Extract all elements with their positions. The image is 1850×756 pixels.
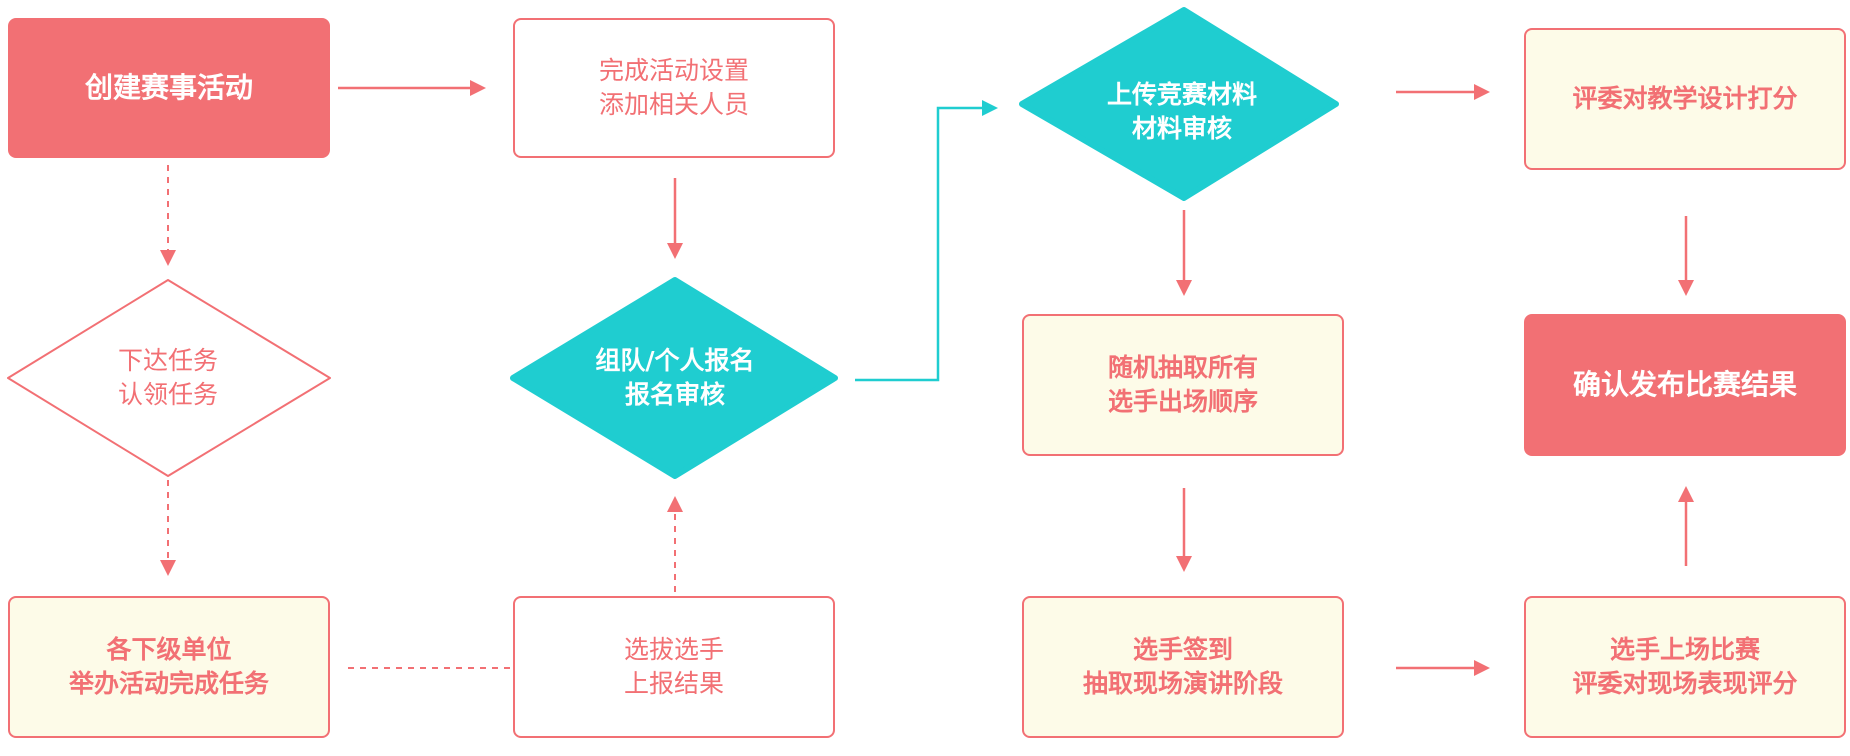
arrowhead bbox=[160, 250, 176, 266]
node-select-players-line1: 选拔选手 bbox=[623, 635, 724, 664]
node-publish-result: 确认发布比赛结果 bbox=[1524, 314, 1846, 456]
node-random-draw: 随机抽取所有 选手出场顺序 bbox=[1022, 314, 1344, 456]
arrowhead bbox=[1176, 280, 1192, 296]
arrowhead bbox=[982, 100, 998, 116]
diamond-team-register-line1: 组队/个人报名 bbox=[595, 346, 755, 375]
node-judge-design-label: 评委对教学设计打分 bbox=[1572, 84, 1798, 113]
node-live-compete: 选手上场比赛 评委对现场表现评分 bbox=[1524, 596, 1846, 738]
arrow-register-to-upload bbox=[855, 106, 982, 382]
node-publish-result-label: 确认发布比赛结果 bbox=[1572, 368, 1797, 401]
arrowhead bbox=[1678, 486, 1694, 502]
diamond-assign-task-line1: 下达任务 bbox=[117, 346, 218, 375]
node-random-draw-line2: 选手出场顺序 bbox=[1107, 387, 1258, 416]
diamond-upload-material-line1: 上传竞赛材料 bbox=[1106, 80, 1257, 109]
node-check-in-line2: 抽取现场演讲阶段 bbox=[1082, 669, 1283, 698]
node-select-players: 选拔选手 上报结果 bbox=[513, 596, 835, 738]
diamond-upload-material-label: 上传竞赛材料 材料审核 bbox=[1050, 72, 1314, 152]
arrowhead bbox=[160, 560, 176, 576]
diamond-team-register-line2: 报名审核 bbox=[624, 380, 725, 409]
node-complete-setup-line2: 添加相关人员 bbox=[598, 90, 749, 119]
node-create-event-label: 创建赛事活动 bbox=[84, 71, 253, 104]
arrowhead bbox=[1474, 84, 1490, 100]
node-random-draw-line1: 随机抽取所有 bbox=[1107, 353, 1258, 382]
diamond-assign-task-label: 下达任务 认领任务 bbox=[38, 338, 298, 418]
node-judge-design: 评委对教学设计打分 bbox=[1524, 28, 1846, 170]
arrowhead bbox=[1474, 660, 1490, 676]
node-sub-units: 各下级单位 举办活动完成任务 bbox=[8, 596, 330, 738]
node-complete-setup-line1: 完成活动设置 bbox=[598, 56, 749, 85]
node-complete-setup: 完成活动设置 添加相关人员 bbox=[513, 18, 835, 158]
arrowhead bbox=[667, 243, 683, 259]
arrowhead bbox=[470, 80, 486, 96]
diamond-assign-task bbox=[7, 279, 331, 477]
node-check-in-line1: 选手签到 bbox=[1132, 635, 1233, 664]
diamond-upload-material-line2: 材料审核 bbox=[1131, 114, 1232, 143]
arrowhead bbox=[1678, 280, 1694, 296]
connectors bbox=[160, 80, 1694, 676]
diamond-upload-material bbox=[1019, 7, 1339, 201]
arrowhead bbox=[1176, 556, 1192, 572]
node-check-in: 选手签到 抽取现场演讲阶段 bbox=[1022, 596, 1344, 738]
node-sub-units-line1: 各下级单位 bbox=[106, 635, 232, 664]
diamond-team-register-label: 组队/个人报名 报名审核 bbox=[545, 338, 805, 418]
arrowhead bbox=[667, 496, 683, 512]
node-live-compete-line2: 评委对现场表现评分 bbox=[1572, 669, 1798, 698]
diamond-assign-task-line2: 认领任务 bbox=[117, 380, 218, 409]
node-live-compete-line1: 选手上场比赛 bbox=[1609, 635, 1760, 664]
node-create-event: 创建赛事活动 bbox=[8, 18, 330, 158]
diamond-team-register bbox=[510, 277, 838, 479]
node-sub-units-line2: 举办活动完成任务 bbox=[68, 669, 269, 698]
node-select-players-line2: 上报结果 bbox=[623, 669, 724, 698]
